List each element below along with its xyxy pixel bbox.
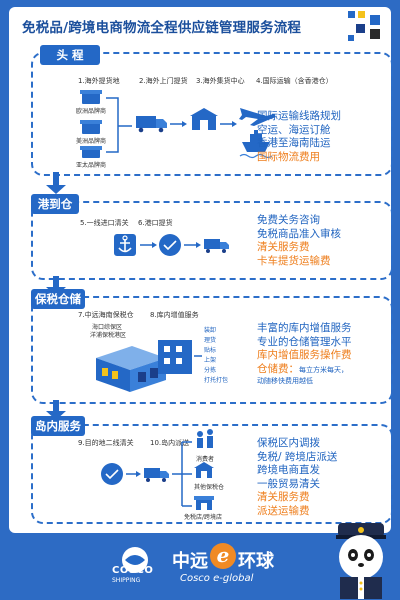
origin-apac: 亚太品牌商 — [76, 162, 107, 169]
truck-icon — [136, 116, 167, 133]
fee-item: 派送运输费 — [257, 504, 310, 517]
bonded-step-7: 7.中远海南保税仓 — [78, 311, 134, 319]
port-flow-diagram — [114, 234, 229, 256]
tab-head: 头 程 — [40, 45, 100, 65]
flow-arrow-down — [46, 172, 66, 194]
destination-shop: 免税店/跨境店 — [184, 514, 223, 521]
service-item: 空运、海运订舱 — [257, 123, 331, 136]
destination-bonded: 其他保税仓 — [194, 484, 225, 491]
island-step-10: 10.岛内派送 — [150, 439, 190, 447]
plane-icon — [239, 108, 276, 126]
shipping-wordmark: SHIPPING — [112, 577, 141, 584]
island-step-9: 9.目的地二线清关 — [78, 439, 134, 447]
tab-bonded: 保税仓储 — [31, 289, 85, 309]
fee-item: 卡车提货运输费 — [257, 254, 331, 267]
storage-fee-row: 仓储费：每立方米每天， — [257, 363, 352, 377]
service-item: 免税/ 跨境店派送 — [257, 450, 338, 463]
service-item: 保税区内调拨 — [257, 437, 320, 449]
tab-port: 港到仓 — [31, 194, 79, 214]
head-step-4: 4.国际运输（含香港仓） — [256, 77, 333, 85]
section-island — [31, 424, 393, 524]
tab-island: 岛内服务 — [31, 416, 85, 436]
cosco-logo-icon — [122, 547, 148, 573]
value-added-item: 打托打包 — [204, 377, 229, 384]
panda-mascot-icon — [336, 523, 386, 599]
warehouse-building-icon — [96, 346, 166, 392]
service-item: 香港至海南陆运 — [257, 137, 331, 149]
section-bonded — [31, 296, 393, 404]
warehouse-label-yangpu: 洋浦保税港区 — [90, 332, 127, 339]
value-added-item: 贴标 — [204, 347, 217, 354]
destination-consumer: 消费者 — [196, 456, 215, 463]
page-title: 免税品/跨境电商物流全程供应链管理服务流程 — [22, 20, 302, 36]
service-item: 国际运输线路规划 — [257, 110, 341, 122]
brand-en: Cosco e-global — [180, 573, 254, 584]
island-flow-diagram — [101, 429, 214, 510]
ship-icon — [239, 130, 273, 159]
storage-note: 每立方米每天， — [299, 365, 348, 374]
customs-icon — [159, 234, 181, 256]
bonded-services: 丰富的库内增值服务 专业的仓储管理水平 库内增值服务操作费 仓储费：每立方米每天… — [257, 322, 352, 386]
truck-icon — [204, 239, 229, 253]
warehouse-icon — [190, 108, 218, 130]
flow-arrow-down — [46, 400, 66, 420]
footer: COSCO SHIPPING 中远 e 环球 Cosco e-global — [0, 523, 400, 600]
store-icon — [80, 90, 102, 158]
truck-icon — [144, 468, 169, 482]
storage-note: 动随移快费用越低 — [257, 377, 313, 385]
storage-building-icon — [158, 340, 202, 374]
head-services: 国际运输线路规划 空运、海运订舱 香港至海南陆运 国际物流费用 — [257, 110, 341, 164]
bonded-step-8: 8.库内增值服务 — [150, 311, 199, 319]
service-item: 丰富的库内增值服务 — [257, 322, 352, 334]
head-step-1: 1.海外提货地 — [78, 77, 120, 85]
warehouse-icon — [194, 462, 214, 478]
section-port — [31, 201, 393, 280]
service-item: 免税商品准入审核 — [257, 227, 341, 240]
brand-cn-second: 环球 — [238, 551, 274, 572]
section-head — [31, 52, 393, 176]
head-flow-diagram — [80, 90, 276, 159]
fee-item: 国际物流费用 — [257, 150, 320, 163]
service-item: 一般贸易清关 — [257, 477, 320, 490]
warehouse-label-haikou: 海口综保区 — [92, 324, 123, 331]
port-services: 免费关务咨询 免税商品准入审核 清关服务费 卡车提货运输费 — [257, 214, 341, 268]
fee-item: 仓储费： — [257, 362, 299, 375]
service-item: 专业的仓储管理水平 — [257, 335, 352, 348]
origin-europe: 欧洲品牌商 — [76, 108, 107, 115]
port-step-5: 5.一线进口清关 — [80, 219, 129, 227]
service-item: 跨境电商直发 — [257, 464, 320, 476]
service-item: 免费关务咨询 — [257, 214, 320, 226]
fee-item: 清关服务费 — [257, 241, 310, 253]
brand-cn-first: 中远 — [172, 551, 208, 572]
value-added-item: 理货 — [204, 337, 217, 344]
consumer-icon — [197, 429, 213, 448]
port-step-6: 6.港口提货 — [138, 219, 173, 227]
customs-icon — [101, 463, 123, 485]
value-added-item: 装卸 — [204, 327, 217, 334]
head-step-3: 3.海外集货中心 — [196, 77, 245, 85]
value-added-list: 装卸 理货 贴标 上架 分拣 打托打包 — [204, 326, 228, 386]
brand-e-logo-icon: e — [210, 543, 236, 569]
value-added-item: 分拣 — [204, 367, 217, 374]
island-services: 保税区内调拨 免税/ 跨境店派送 跨境电商直发 一般贸易清关 清关服务费 派送运… — [257, 437, 337, 518]
decorative-squares-icon — [348, 11, 382, 45]
fee-item: 清关服务费 — [257, 491, 310, 503]
head-step-2: 2.海外上门提货 — [139, 77, 188, 85]
value-added-item: 上架 — [204, 357, 217, 364]
origin-americas: 美洲品牌商 — [76, 138, 107, 145]
shop-icon — [194, 496, 214, 510]
anchor-icon — [114, 234, 136, 256]
cosco-wordmark: COSCO — [112, 565, 154, 576]
fee-item: 库内增值服务操作费 — [257, 349, 352, 361]
bonded-warehouse-illustration — [96, 346, 187, 392]
